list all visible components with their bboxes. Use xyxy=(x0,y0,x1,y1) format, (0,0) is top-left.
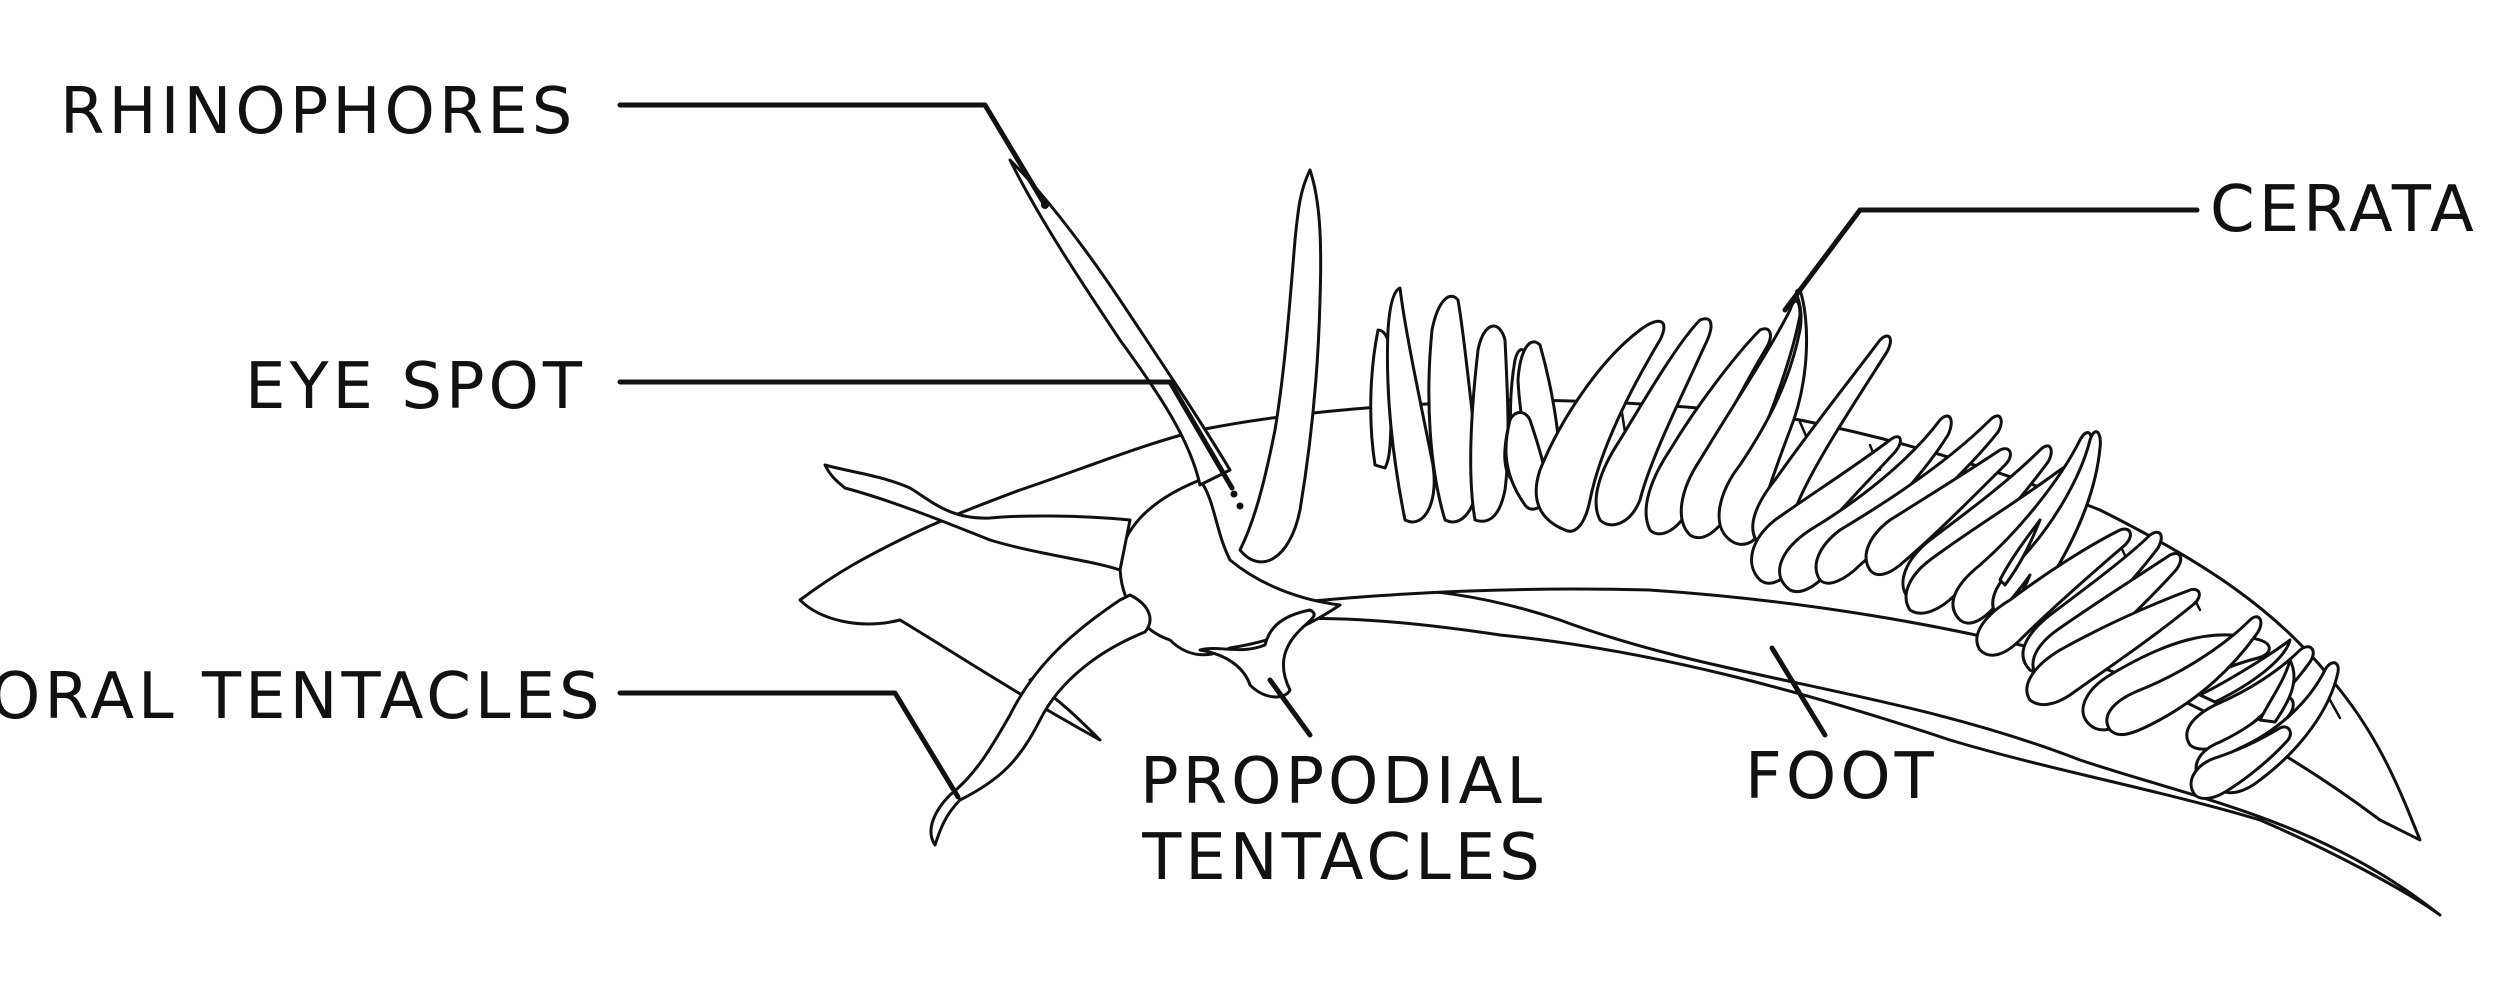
cerata-group xyxy=(1369,286,2340,800)
label-cerata: CERATA xyxy=(2210,173,2478,247)
rhinophore-rear xyxy=(1238,168,1323,564)
ceras xyxy=(1594,317,1713,527)
ceras xyxy=(2025,587,2201,707)
rhinophore-front xyxy=(1008,158,1232,487)
ceras xyxy=(1998,518,2042,587)
label-foot: FOOT xyxy=(1745,740,1938,814)
leader-eye-spot xyxy=(617,379,1235,491)
label-propodial-tentacles: PROPODIAL TENTACLES xyxy=(1140,745,1546,896)
leader-propodial-tentacles xyxy=(1267,677,1313,738)
oral-tentacle-upper xyxy=(823,463,1132,572)
label-propodial-line2: TENTACLES xyxy=(1142,820,1544,895)
eye-spot-dot xyxy=(1236,502,1244,510)
ceras xyxy=(2189,725,2292,800)
propodial-tentacle xyxy=(1198,608,1316,699)
label-oral-tentacles: ORAL TENTACLES xyxy=(0,660,604,734)
leader-rhinophores xyxy=(617,102,1048,208)
leader-cerata xyxy=(1782,207,2200,313)
ceras xyxy=(1385,286,1436,524)
ceras xyxy=(2198,638,2292,704)
label-rhinophores: RHINOPHORES xyxy=(60,75,577,149)
label-eye-spot: EYE SPOT xyxy=(245,350,586,424)
leader-foot xyxy=(1769,645,1828,738)
ceras xyxy=(1534,319,1666,533)
label-propodial-line1: PROPODIAL xyxy=(1140,745,1546,819)
leader-rhinophores-dot xyxy=(1041,201,1049,209)
ceras xyxy=(1975,527,2132,657)
oral-tentacle-lower xyxy=(929,593,1152,847)
ceras xyxy=(2105,615,2263,737)
foot-outline xyxy=(1138,586,2442,917)
ceras xyxy=(1469,324,1510,523)
ceras xyxy=(2258,658,2296,724)
ceras xyxy=(1814,414,2003,585)
eye-spot-dot xyxy=(1230,490,1238,498)
ceras xyxy=(1864,447,2012,577)
leader-oral-tentacles xyxy=(617,690,961,800)
